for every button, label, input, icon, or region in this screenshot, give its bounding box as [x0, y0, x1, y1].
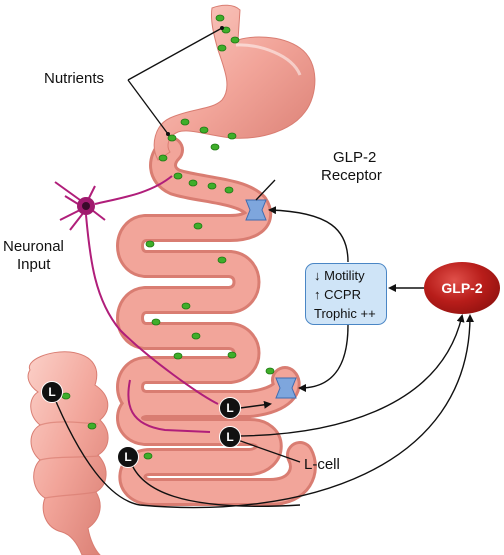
- neuronal-label-line1: Neuronal: [3, 238, 64, 255]
- signal-arrows: [51, 206, 474, 509]
- glp2-receptor-lower: [275, 377, 297, 399]
- lcell-colon: L: [41, 381, 63, 403]
- lcell-ileum-lower: L: [219, 426, 241, 448]
- ccpr-text: CCPR: [324, 287, 361, 302]
- glp2-effects-box: ↓ Motility ↑ CCPR Trophic ++: [305, 263, 387, 325]
- glp2-hormone: GLP-2: [424, 262, 500, 314]
- up-arrow-icon: ↑: [314, 287, 321, 302]
- trophic-text: Trophic ++: [314, 306, 376, 321]
- receptor-label-line2: Receptor: [321, 167, 382, 184]
- lcell-label: L-cell: [304, 456, 340, 473]
- nutrient-particles: [61, 14, 275, 460]
- down-arrow-icon: ↓: [314, 268, 321, 283]
- nutrients-label: Nutrients: [44, 70, 105, 87]
- lcell-ileum-terminal: L: [117, 446, 139, 468]
- motility-text: Motility: [324, 268, 365, 283]
- colon: [27, 351, 109, 555]
- neuronal-label-line2: Input: [17, 256, 51, 273]
- ccpr-row: ↑ CCPR: [314, 285, 386, 304]
- receptor-label-line1: GLP-2: [333, 149, 377, 166]
- neuron: [54, 175, 219, 433]
- trophic-row: Trophic ++: [314, 304, 386, 323]
- small-intestine: [116, 136, 317, 506]
- glp2-receptor-upper: [245, 199, 267, 221]
- motility-row: ↓ Motility: [314, 266, 386, 285]
- lcell-ileum-upper: L: [219, 397, 241, 419]
- label-pointers: [127, 27, 301, 463]
- stomach: [153, 4, 316, 161]
